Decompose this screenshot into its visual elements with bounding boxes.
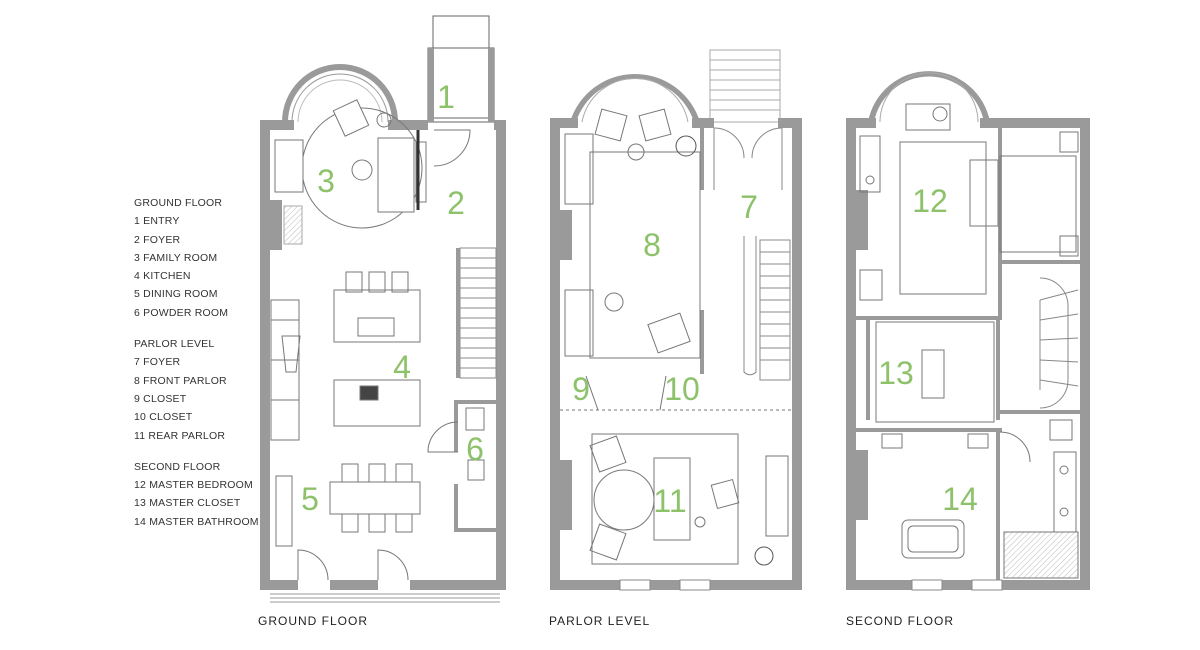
- parlor-stairs: [713, 127, 791, 381]
- legend-item: 6 POWDER ROOM: [134, 306, 229, 319]
- exterior-walls: [846, 118, 1090, 590]
- rear-parlor-furniture: [589, 433, 789, 566]
- legend-item: 9 CLOSET: [134, 392, 187, 405]
- legend-item: 2 FOYER: [134, 233, 181, 246]
- second-floor-plan: 12 13 14: [846, 71, 1090, 591]
- room-number: 2: [447, 185, 465, 221]
- exterior-walls: [260, 120, 506, 590]
- room-number: 4: [393, 349, 411, 385]
- legend-section-ground: GROUND FLOOR 1 ENTRY 2 FOYER 3 FAMILY RO…: [134, 194, 284, 322]
- legend-item: 7 FOYER: [134, 356, 181, 369]
- entry-vestibule: [427, 15, 495, 123]
- powder-room-fixtures: [427, 407, 485, 481]
- dining-furniture: [275, 463, 421, 581]
- room-number: 11: [653, 483, 686, 519]
- room-number: 14: [942, 481, 978, 517]
- second-stairs: [1039, 277, 1079, 409]
- legend-item: 3 FAMILY ROOM: [134, 251, 218, 264]
- plan-caption-parlor: PARLOR LEVEL: [549, 614, 651, 628]
- plan-caption-second: SECOND FLOOR: [846, 614, 955, 628]
- room-number: 1: [437, 79, 455, 115]
- room-number: 6: [466, 431, 484, 467]
- legend-item: 10 CLOSET: [134, 411, 193, 424]
- master-closet-fixtures: [875, 321, 995, 423]
- room-number: 3: [317, 163, 335, 199]
- room-number: 10: [664, 371, 700, 407]
- room-number: 5: [301, 481, 319, 517]
- room-number: 13: [878, 355, 914, 391]
- ground-stairs: [456, 247, 497, 379]
- legend-heading: SECOND FLOOR: [134, 460, 221, 473]
- legend-section-parlor: PARLOR LEVEL 7 FOYER 8 FRONT PARLOR 9 CL…: [134, 335, 284, 445]
- legend-item: 4 KITCHEN: [134, 270, 191, 283]
- room-number: 9: [572, 371, 590, 407]
- stoop-stairs: [709, 49, 781, 123]
- legend-item: 11 REAR PARLOR: [134, 429, 226, 442]
- legend-section-second: SECOND FLOOR 12 MASTER BEDROOM 13 MASTER…: [134, 458, 284, 531]
- legend-item: 13 MASTER CLOSET: [134, 497, 241, 510]
- legend-item: 12 MASTER BEDROOM: [134, 479, 253, 492]
- room-legend: GROUND FLOOR 1 ENTRY 2 FOYER 3 FAMILY RO…: [134, 194, 284, 544]
- kitchen-furniture: [270, 271, 421, 441]
- legend-heading: PARLOR LEVEL: [134, 338, 215, 351]
- room-number: 8: [643, 227, 661, 263]
- plan-caption-ground: GROUND FLOOR: [258, 614, 369, 628]
- legend-item: 8 FRONT PARLOR: [134, 374, 227, 387]
- master-bathroom-fixtures: [881, 419, 1079, 579]
- parlor-level-plan: 7 8 9 10 11: [550, 49, 802, 591]
- room-number: 7: [740, 189, 758, 225]
- bay-window: [282, 64, 398, 123]
- ground-floor-plan: 1 2 3 4 5 6: [260, 15, 506, 603]
- legend-item: 14 MASTER BATHROOM: [134, 515, 259, 528]
- exterior-walls: [550, 118, 802, 590]
- room-number: 12: [912, 183, 948, 219]
- bay-window: [868, 71, 990, 123]
- legend-item: 5 DINING ROOM: [134, 288, 218, 301]
- front-parlor-furniture: [564, 108, 701, 359]
- legend-heading: GROUND FLOOR: [134, 197, 223, 209]
- bay-window: [570, 73, 700, 123]
- master-bedroom-furniture: [859, 103, 1079, 301]
- legend-item: 1 ENTRY: [134, 215, 180, 228]
- family-room-furniture: [274, 99, 471, 229]
